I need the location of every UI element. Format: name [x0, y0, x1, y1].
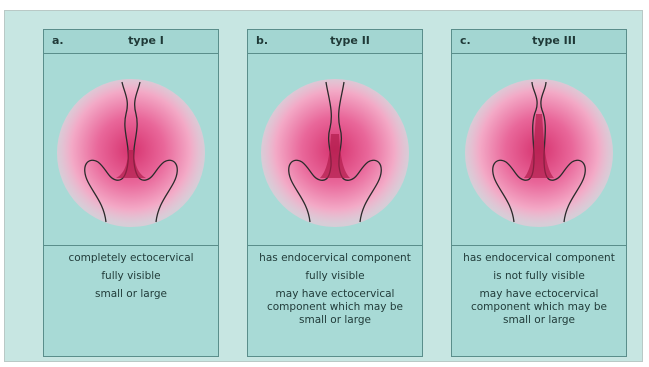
- panel-title: type I: [84, 34, 208, 47]
- cervix-illustration: [248, 54, 422, 246]
- panel-description: has endocervical component is not fully …: [456, 252, 622, 332]
- panel-description: has endocervical component fully visible…: [252, 252, 418, 332]
- description-line: fully visible: [48, 270, 214, 283]
- panel-header: c. type III: [452, 30, 626, 54]
- description-line: fully visible: [252, 270, 418, 283]
- panel-description: completely ectocervical fully visible sm…: [48, 252, 214, 306]
- description-line: has endocervical component: [456, 252, 622, 265]
- cervix-illustration: [452, 54, 626, 246]
- panel-type-2: b. type II has endocervica: [247, 29, 423, 357]
- panel-title: type III: [492, 34, 616, 47]
- description-line: has endocervical component: [252, 252, 418, 265]
- description-line: is not fully visible: [456, 270, 622, 283]
- panel-letter: a.: [52, 34, 64, 47]
- description-line: small or large: [48, 288, 214, 301]
- figure-frame: a. type I completely ectoc: [4, 10, 643, 362]
- description-line: may have ectocervical component which ma…: [456, 288, 622, 327]
- panel-title: type II: [288, 34, 412, 47]
- panel-type-1: a. type I completely ectoc: [43, 29, 219, 357]
- panel-header: b. type II: [248, 30, 422, 54]
- panel-letter: b.: [256, 34, 268, 47]
- description-line: may have ectocervical component which ma…: [252, 288, 418, 327]
- panel-letter: c.: [460, 34, 471, 47]
- description-line: completely ectocervical: [48, 252, 214, 265]
- panel-type-3: c. type III has endocervic: [451, 29, 627, 357]
- panel-header: a. type I: [44, 30, 218, 54]
- cervix-illustration: [44, 54, 218, 246]
